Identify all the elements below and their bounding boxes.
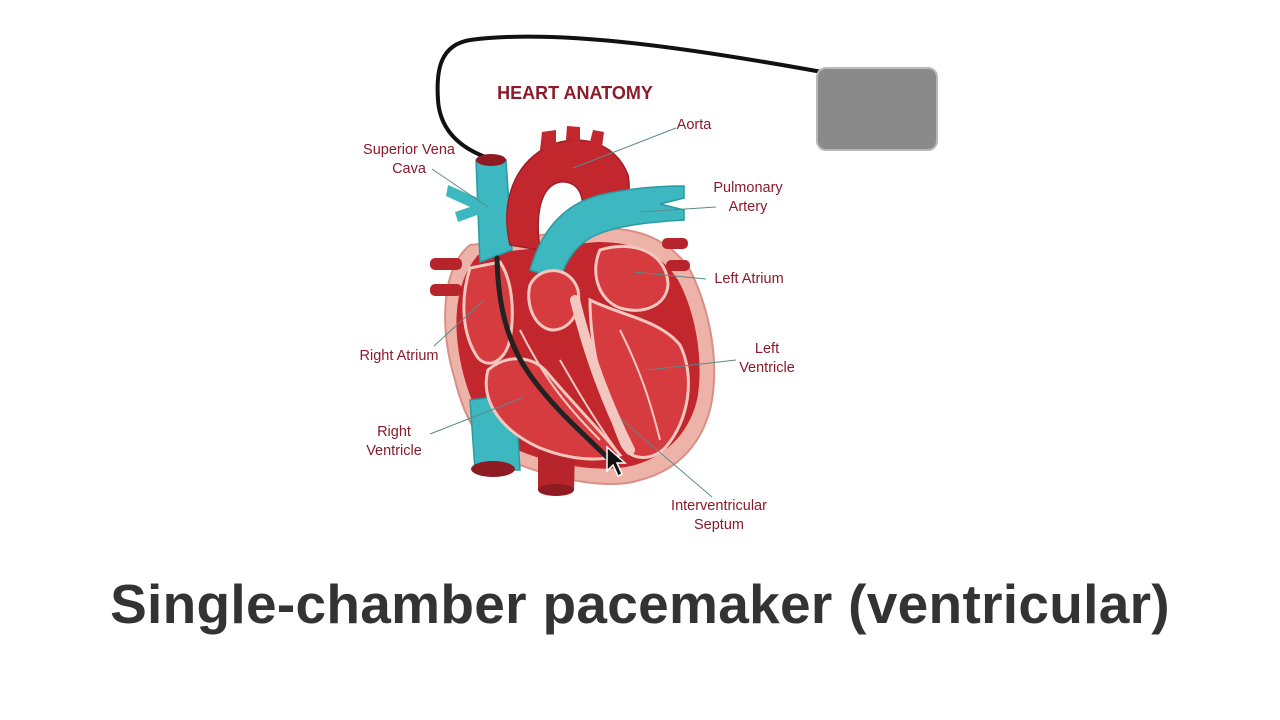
svc-branch	[446, 185, 480, 222]
pulmonary-artery	[529, 185, 685, 281]
ivc-opening	[471, 461, 515, 477]
descending-aorta-opening	[538, 484, 574, 496]
label-left-ventricle: Left Ventricle	[739, 341, 795, 376]
leader-aorta	[572, 127, 677, 169]
leader-right-atrium	[433, 299, 485, 347]
pacemaker-lead-wire	[435, 34, 824, 160]
aorta-branch-2	[566, 126, 580, 142]
septum-strand-1	[519, 329, 601, 441]
label-aorta: Aorta	[676, 117, 712, 133]
leader-interventricular-septum	[621, 419, 713, 498]
pacemaker-device	[816, 67, 938, 151]
descending-aorta	[538, 450, 575, 490]
label-superior-vena-cava: Superior Vena Cava	[363, 142, 455, 177]
aorta-branch-3	[590, 130, 604, 147]
leader-left-ventricle	[647, 359, 737, 371]
leader-pulmonary-artery	[639, 206, 717, 213]
label-pulmonary-artery: Pulmonary Artery	[713, 180, 783, 215]
leader-right-ventricle	[429, 397, 523, 435]
pulmonary-vein-lower-left	[430, 284, 462, 296]
aorta-branch-1	[540, 130, 556, 150]
pulmonary-vein-lower-right	[666, 260, 690, 271]
interventricular-septum	[570, 295, 635, 455]
leader-superior-vena-cava	[431, 168, 489, 208]
septum-strand-2	[619, 329, 661, 441]
septum-strand-3	[559, 359, 616, 449]
leader-left-atrium	[633, 271, 707, 280]
label-right-atrium: Right Atrium	[359, 348, 439, 364]
pulmonary-vein-upper-left	[430, 258, 462, 270]
label-interventricular-septum: Interventricular Septum	[671, 498, 767, 533]
left-atrium-chamber	[594, 244, 670, 312]
label-left-atrium: Left Atrium	[714, 271, 784, 287]
diagram-heading: HEART ANATOMY	[497, 83, 653, 103]
aortic-root	[527, 269, 581, 332]
label-right-ventricle: Right Ventricle	[366, 424, 422, 459]
slide-caption: Single-chamber pacemaker (ventricular)	[110, 573, 1170, 635]
cursor-arrow-icon	[606, 445, 627, 478]
pacemaker-lead-intracardiac	[494, 255, 613, 463]
pulmonary-vein-upper-right	[662, 238, 688, 249]
svc-opening	[476, 154, 506, 166]
